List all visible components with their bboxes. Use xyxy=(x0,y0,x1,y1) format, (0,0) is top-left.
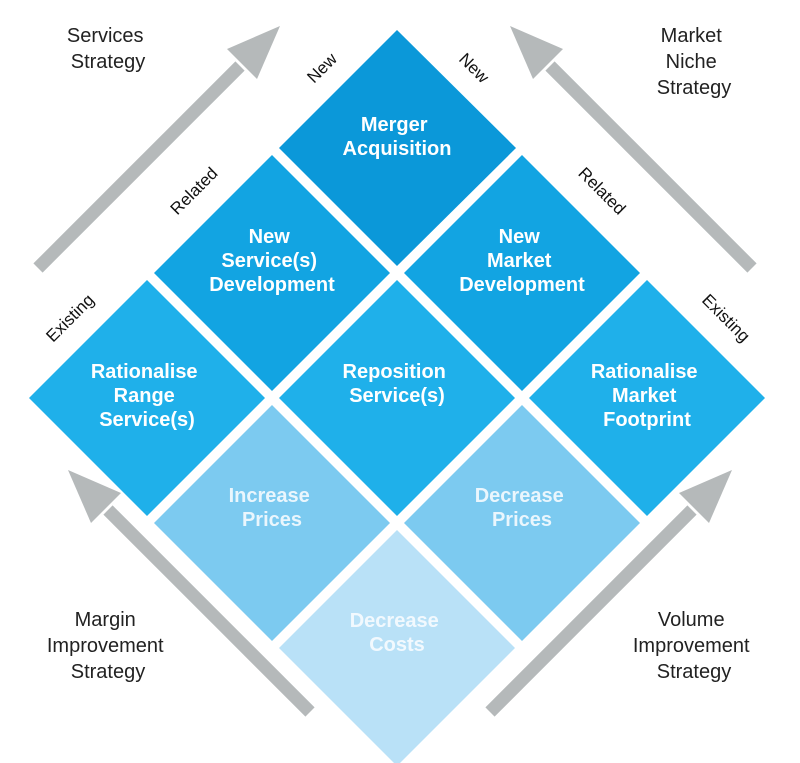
tile-reposition-service xyxy=(279,280,515,516)
decrease-costs-label: Decrease Costs xyxy=(350,610,445,656)
left-axis-related-label: Related xyxy=(167,164,222,219)
tile-new-market-development xyxy=(404,155,640,391)
market-niche-strategy-arrow-icon xyxy=(510,26,757,273)
left-axis-new-label: New xyxy=(303,49,341,87)
decrease-prices-label: Decrease Prices xyxy=(475,485,570,531)
volume-strategy-label: Volume Improvement Strategy xyxy=(633,609,755,683)
right-axis-new-label: New xyxy=(455,49,493,87)
tile-rationalise-range xyxy=(29,280,265,516)
right-axis-related-label: Related xyxy=(574,164,629,219)
increase-prices-label: Increase Prices xyxy=(229,485,316,531)
merger-acquisition-label: Merger Acquisition xyxy=(343,114,452,160)
services-strategy-arrow-icon xyxy=(33,26,280,273)
new-service-development-label: New Service(s) Development xyxy=(209,226,335,296)
tile-rationalise-market xyxy=(529,280,765,516)
services-strategy-label: Services Strategy xyxy=(67,25,149,73)
margin-strategy-arrow-icon xyxy=(68,470,315,717)
margin-strategy-label: Margin Improvement Strategy xyxy=(47,609,169,683)
tile-new-service-development xyxy=(154,155,390,391)
volume-strategy-arrow-icon xyxy=(485,470,732,717)
rationalise-market-label: Rationalise Market Footprint xyxy=(591,361,703,431)
rationalise-range-label: Rationalise Range Service(s) xyxy=(91,361,203,431)
tile-decrease-costs xyxy=(279,530,515,763)
new-market-development-label: New Market Development xyxy=(459,226,585,296)
tile-increase-prices xyxy=(154,405,390,641)
reposition-service-label: Reposition Service(s) xyxy=(343,361,452,407)
tile-decrease-prices xyxy=(404,405,640,641)
tile-merger-acquisition xyxy=(279,30,516,266)
right-axis-existing-label: Existing xyxy=(698,290,754,346)
market-niche-strategy-label: Market Niche Strategy xyxy=(657,25,731,99)
